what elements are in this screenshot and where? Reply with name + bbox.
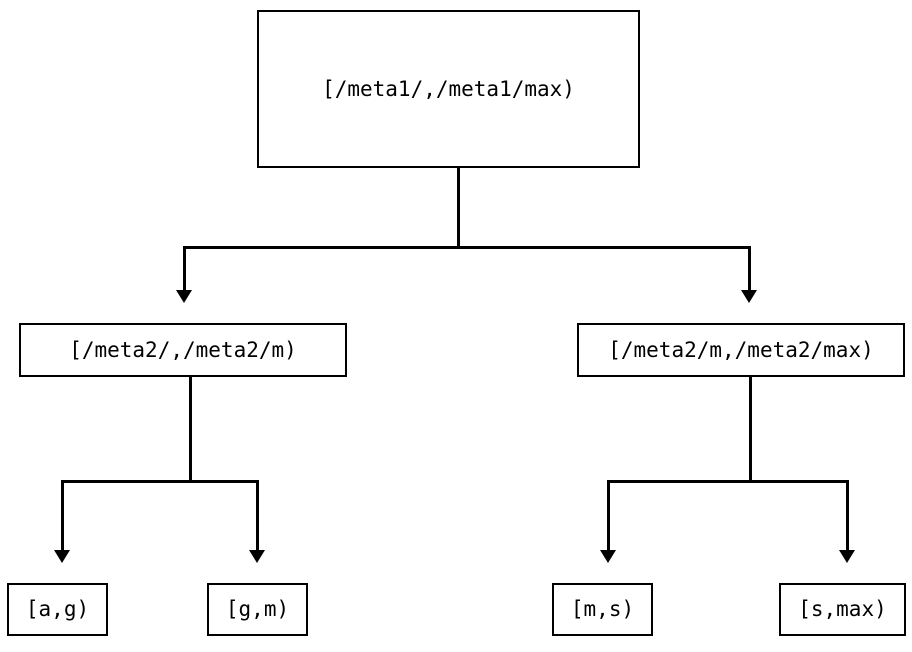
edge-right-branch-to-leaf-smax [846,480,849,550]
node-leaf-gm-label: [g,m) [225,597,290,621]
node-left-branch-label: [/meta2/,/meta2/m) [69,337,297,362]
node-root-label: [/meta1/,/meta1/max) [322,76,575,101]
edge-left-branch-to-leaf-ag [61,480,64,550]
node-root[interactable]: [/meta1/,/meta1/max) [257,10,640,168]
edge-left-branch-stem [189,377,192,483]
edge-left-branch-bar [61,480,259,483]
edge-root-bar [183,246,751,249]
node-leaf-smax[interactable]: [s,max) [779,583,906,636]
arrowhead-right-branch-to-leaf-ms [600,550,616,563]
edge-root-stem [457,168,460,249]
edge-root-to-left-branch [183,246,186,290]
edge-left-branch-to-leaf-gm [256,480,259,550]
node-left-branch[interactable]: [/meta2/,/meta2/m) [19,323,347,377]
edge-right-branch-to-leaf-ms [607,480,610,550]
node-leaf-ms-label: [m,s) [570,597,635,621]
node-leaf-ms[interactable]: [m,s) [552,583,653,636]
node-leaf-smax-label: [s,max) [798,597,887,621]
node-leaf-ag[interactable]: [a,g) [7,583,108,636]
node-right-branch[interactable]: [/meta2/m,/meta2/max) [577,323,905,377]
arrowhead-root-to-left-branch [176,290,192,303]
node-right-branch-label: [/meta2/m,/meta2/max) [608,337,874,362]
arrowhead-root-to-right-branch [741,290,757,303]
arrowhead-left-branch-to-leaf-ag [54,550,70,563]
edge-right-branch-bar [607,480,849,483]
node-leaf-gm[interactable]: [g,m) [207,583,308,636]
node-leaf-ag-label: [a,g) [25,597,90,621]
arrowhead-left-branch-to-leaf-gm [249,550,265,563]
edge-right-branch-stem [749,377,752,483]
edge-root-to-right-branch [748,246,751,290]
arrowhead-right-branch-to-leaf-smax [839,550,855,563]
